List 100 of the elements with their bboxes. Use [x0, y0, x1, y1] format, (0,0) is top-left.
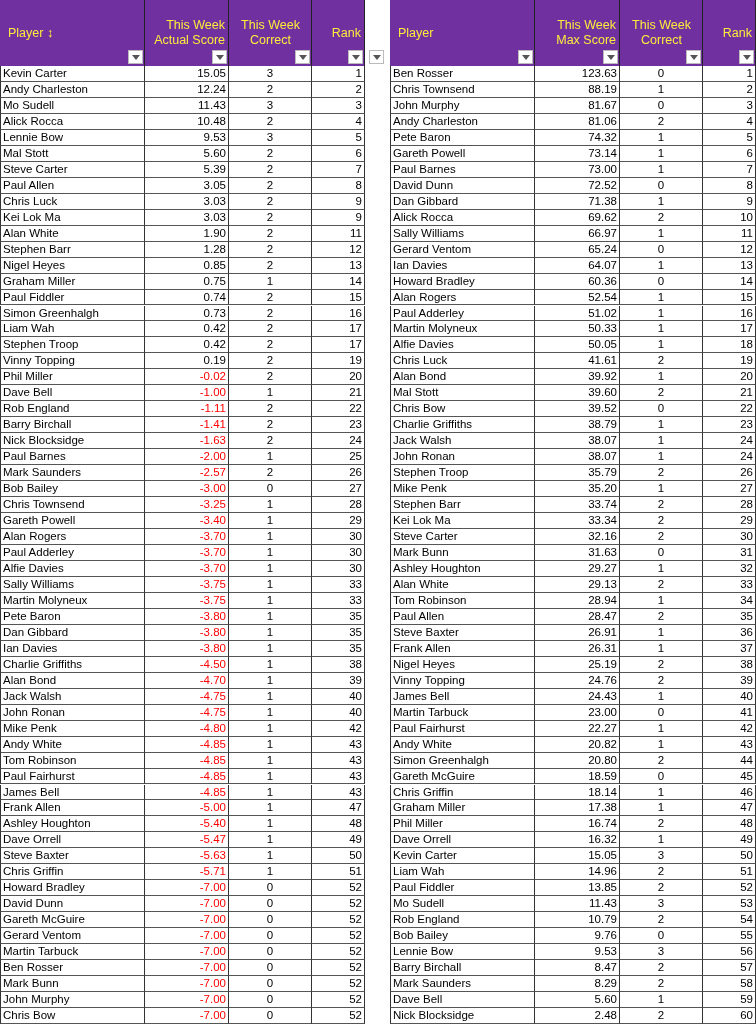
rank-number: 47	[703, 800, 756, 817]
rank-number: 11	[703, 225, 756, 242]
correct-count: 0	[229, 992, 312, 1008]
player-name: Andy Charleston	[390, 113, 535, 130]
rank-number: 15	[312, 289, 365, 306]
score-value: 26.91	[535, 624, 620, 641]
score-value: -0.02	[145, 369, 229, 386]
score-value: 0.19	[145, 353, 229, 370]
correct-count: 1	[229, 545, 312, 561]
correct-count: 1	[229, 816, 312, 833]
score-value: -1.00	[145, 385, 229, 402]
correct-count: 2	[620, 353, 703, 370]
rank-number: 49	[312, 832, 365, 849]
rank-number: 30	[703, 529, 756, 545]
rank-number: 50	[703, 848, 756, 865]
correct-count: 3	[229, 129, 312, 146]
rank-number: 23	[703, 417, 756, 434]
rank-number: 34	[703, 592, 756, 609]
correct-count: 1	[229, 640, 312, 657]
correct-count: 1	[229, 848, 312, 865]
rank-number: 27	[703, 481, 756, 498]
correct-count: 1	[229, 688, 312, 705]
correct-count: 3	[229, 66, 312, 82]
score-value: 15.05	[145, 66, 229, 82]
player-name: Phil Miller	[0, 369, 145, 386]
rank-number: 17	[312, 337, 365, 354]
rank-number: 2	[703, 81, 756, 98]
rank-number: 53	[703, 896, 756, 913]
rank-number: 42	[312, 720, 365, 737]
rank-number: 21	[703, 385, 756, 402]
score-value: 73.14	[535, 145, 620, 162]
player-name: Chris Townsend	[0, 497, 145, 514]
rank-number: 9	[703, 193, 756, 210]
player-name: Ashley Houghton	[390, 560, 535, 577]
correct-count: 1	[229, 560, 312, 577]
player-name: Chris Bow	[0, 1008, 145, 1024]
player-name: Charlie Griffiths	[0, 656, 145, 673]
player-name: Paul Fiddler	[0, 289, 145, 306]
player-name: Kei Lok Ma	[390, 513, 535, 529]
correct-count: 2	[229, 81, 312, 98]
player-name: David Dunn	[0, 896, 145, 913]
score-value: 24.76	[535, 672, 620, 689]
correct-count: 2	[229, 241, 312, 258]
score-value: 13.85	[535, 880, 620, 897]
score-value: 81.06	[535, 113, 620, 130]
score-value: 8.47	[535, 960, 620, 977]
correct-count: 1	[620, 257, 703, 274]
score-value: 33.34	[535, 513, 620, 529]
rank-number: 14	[312, 273, 365, 290]
correct-count: 2	[620, 209, 703, 226]
rank-number: 27	[312, 481, 365, 498]
rank-number: 20	[312, 369, 365, 386]
score-value: 81.67	[535, 97, 620, 114]
correct-count: 1	[229, 449, 312, 466]
player-name: Mo Sudell	[390, 896, 535, 913]
rank-number: 54	[703, 912, 756, 929]
correct-count: 2	[620, 1008, 703, 1024]
correct-count: 2	[620, 513, 703, 529]
player-name: Alan Bond	[0, 672, 145, 689]
correct-count: 2	[620, 385, 703, 402]
score-value: 88.19	[535, 81, 620, 98]
score-value: -3.75	[145, 592, 229, 609]
score-value: -3.75	[145, 576, 229, 593]
player-name: Alfie Davies	[390, 337, 535, 354]
player-name: Martin Molyneux	[0, 592, 145, 609]
player-name: Alan White	[390, 576, 535, 593]
score-value: -1.11	[145, 401, 229, 418]
score-value: -7.00	[145, 880, 229, 897]
correct-count: 0	[229, 481, 312, 498]
score-value: 73.00	[535, 161, 620, 178]
rank-number: 17	[703, 321, 756, 338]
rank-number: 52	[312, 944, 365, 961]
correct-count: 3	[620, 848, 703, 865]
correct-count: 2	[620, 656, 703, 673]
score-value: -7.00	[145, 992, 229, 1008]
score-value: 18.14	[535, 784, 620, 801]
player-name: Gareth McGuire	[0, 912, 145, 929]
player-name: Graham Miller	[390, 800, 535, 817]
correct-count: 0	[620, 97, 703, 114]
correct-count: 1	[620, 449, 703, 466]
player-name: Bob Bailey	[390, 928, 535, 945]
player-name: Ian Davies	[0, 640, 145, 657]
correct-count: 2	[229, 465, 312, 482]
correct-count: 1	[620, 992, 703, 1008]
rank-number: 57	[703, 960, 756, 977]
rank-number: 40	[312, 704, 365, 721]
correct-count: 0	[620, 273, 703, 290]
rank-number: 6	[703, 145, 756, 162]
score-value: 28.47	[535, 608, 620, 625]
rank-number: 4	[703, 113, 756, 130]
player-name: Kei Lok Ma	[0, 209, 145, 226]
correct-count: 1	[620, 225, 703, 242]
player-name: Ashley Houghton	[0, 816, 145, 833]
rank-number: 39	[703, 672, 756, 689]
player-name: Dan Gibbard	[390, 193, 535, 210]
player-name: Lennie Bow	[0, 129, 145, 146]
rank-number: 48	[312, 816, 365, 833]
rank-number: 19	[703, 353, 756, 370]
player-name: Howard Bradley	[0, 880, 145, 897]
rank-number: 3	[703, 97, 756, 114]
